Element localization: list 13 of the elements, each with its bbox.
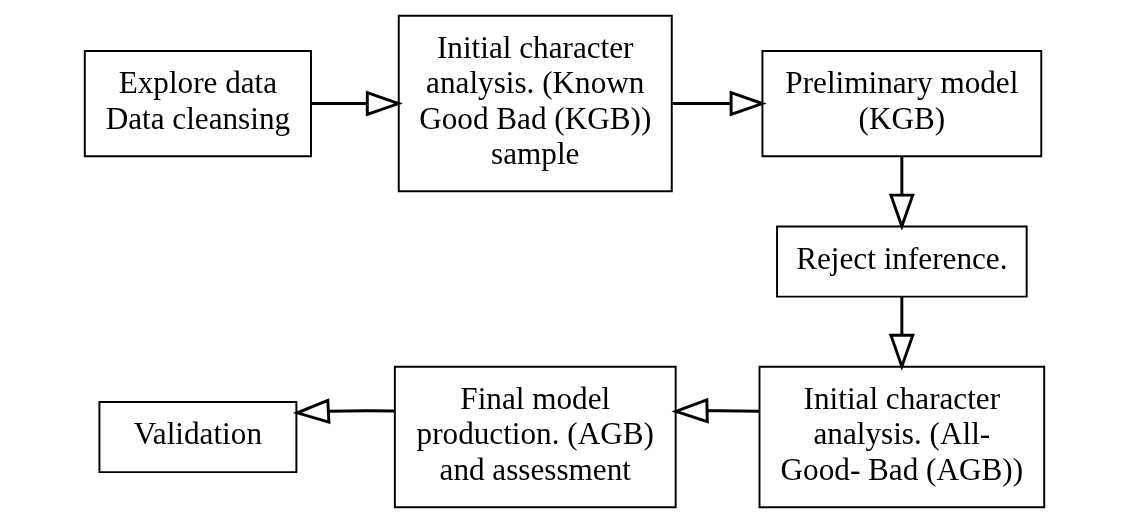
arrow [888,296,915,371]
node-box: Initial character analysis. (All- Good- Bad (AGB)) [758,365,1046,509]
node-box: Explore data Data cleansing [83,49,312,158]
node-box: Validation [98,400,298,474]
arrow [292,398,395,425]
node-box: Initial character analysis. (Known Good Bad (KGB)) sample [397,14,673,193]
node-box: Reject inference. [776,225,1028,298]
arrow [671,397,759,424]
arrow [311,90,403,117]
arrow [672,90,767,117]
arrow [888,156,915,231]
node-box: Final model production. (AGB) and assessment [393,365,677,509]
node-box: Preliminary model (KGB) [761,49,1043,158]
